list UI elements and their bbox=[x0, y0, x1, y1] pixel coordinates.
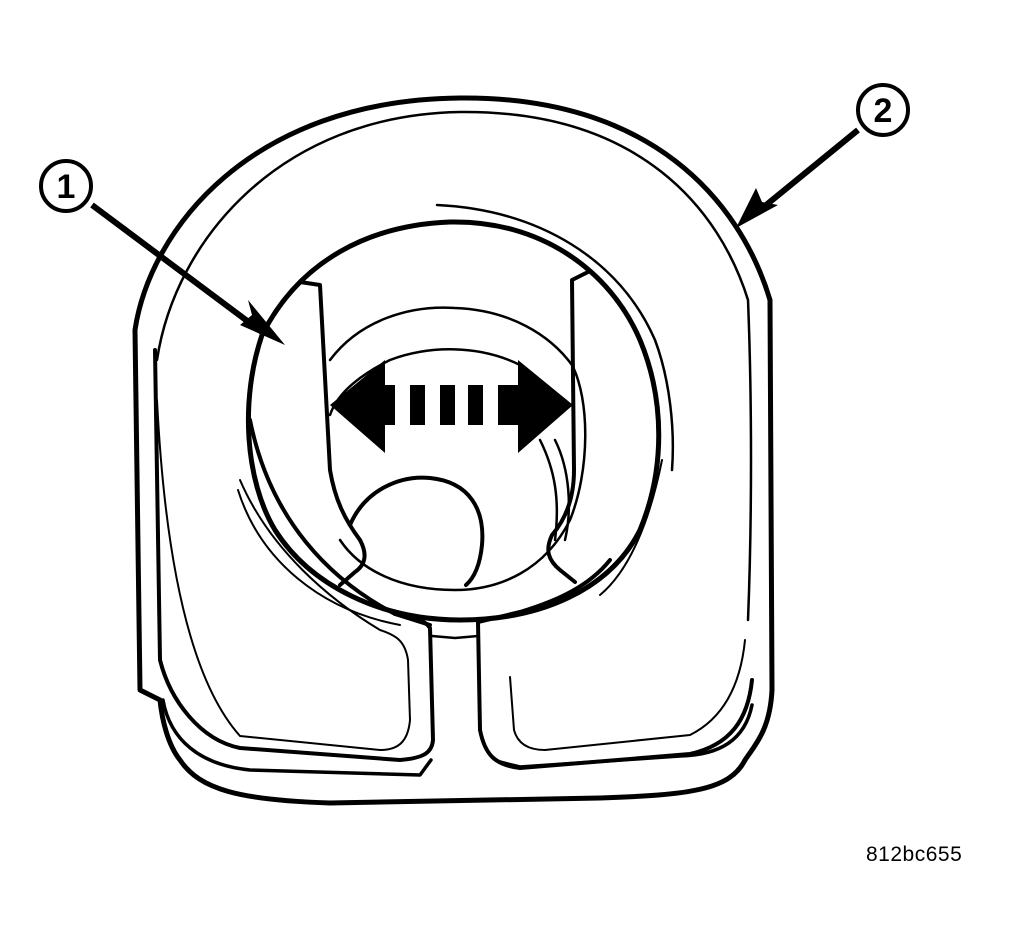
right-lobe-inner bbox=[509, 639, 746, 751]
callout-2-circle bbox=[856, 83, 910, 137]
outer-housing-outline bbox=[132, 95, 775, 806]
callout-1-leader bbox=[90, 202, 264, 335]
callout-2-arrowhead-icon bbox=[736, 188, 778, 228]
right-sweep-lines bbox=[538, 438, 571, 542]
callout-1-arrowhead-icon bbox=[240, 300, 285, 345]
callout-2-leader bbox=[758, 127, 860, 213]
callout-1-circle bbox=[39, 159, 93, 213]
left-lobe-inner bbox=[156, 399, 411, 751]
movement-double-arrow-icon bbox=[330, 360, 573, 453]
slot-right-wall bbox=[546, 270, 590, 584]
callout-2-number: 2 bbox=[874, 92, 893, 130]
callout-1-number: 1 bbox=[57, 168, 76, 206]
shaft-circle bbox=[348, 475, 485, 587]
ring-lower-right-arc bbox=[599, 459, 663, 596]
callout-1: 1 bbox=[39, 159, 285, 345]
slot-left-wall bbox=[298, 280, 367, 587]
right-lobe-outline bbox=[476, 620, 754, 770]
ring-lower-left-arc bbox=[237, 489, 401, 626]
base-ledge bbox=[161, 698, 433, 777]
left-lobe-outline bbox=[153, 348, 435, 762]
callout-2: 2 bbox=[736, 83, 910, 228]
ring-upper-arc bbox=[435, 203, 675, 472]
neck-bridge bbox=[430, 634, 480, 640]
outer-housing-inner-edge bbox=[155, 110, 753, 622]
inner-race bbox=[328, 306, 587, 592]
figure-id-label: 812bc655 bbox=[866, 843, 963, 866]
inner-bore-ring bbox=[245, 219, 662, 623]
